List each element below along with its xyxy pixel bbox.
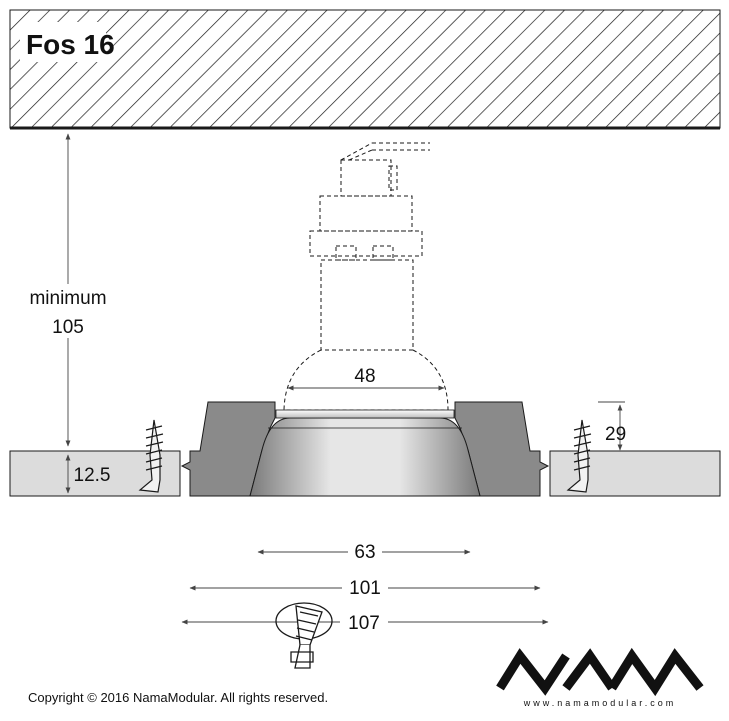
nama-logo: www.namamodular.com xyxy=(496,647,704,708)
copyright-text: Copyright © 2016 NamaModular. All rights… xyxy=(28,690,328,705)
outer-diameter-label: 101 xyxy=(349,578,381,599)
logo-url: www.namamodular.com xyxy=(523,698,677,708)
cutout-diameter-label: 107 xyxy=(348,613,380,634)
min-height-label: minimum xyxy=(29,288,106,309)
frame-height-label: 29 xyxy=(605,424,626,445)
min-height-value: 105 xyxy=(52,317,84,338)
lamp-diameter-label: 48 xyxy=(354,366,375,387)
ceiling-slab: Fos 16 xyxy=(9,9,721,130)
recessed-frame xyxy=(180,401,550,497)
hole-saw-icon xyxy=(275,602,333,669)
ceiling-thickness-label: 12.5 xyxy=(74,465,111,486)
screw-right-icon xyxy=(566,419,592,493)
drawing-title: Fos 16 xyxy=(26,29,115,60)
inner-diameter-label: 63 xyxy=(354,542,375,563)
screw-left-icon xyxy=(138,419,164,493)
dimension-labels: minimum 105 48 29 12.5 63 101 107 xyxy=(22,284,626,634)
